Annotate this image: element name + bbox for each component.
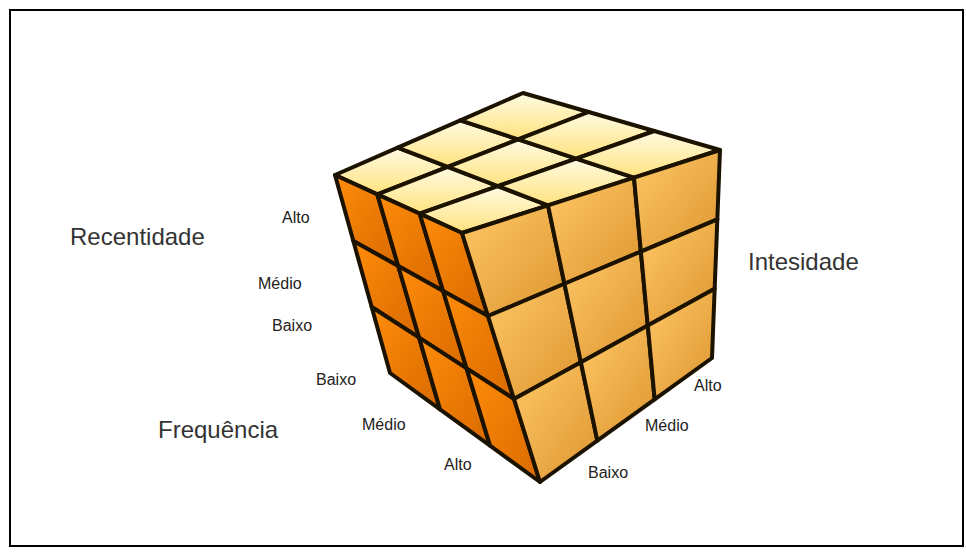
axis-level: Baixo <box>272 317 312 335</box>
axis-level: Médio <box>645 417 689 435</box>
axis-level: Médio <box>362 416 406 434</box>
axis-level: Alto <box>282 209 310 227</box>
axis-level: Alto <box>694 377 722 395</box>
axis-title: Frequência <box>158 417 278 443</box>
axis-title: Recentidade <box>70 224 205 250</box>
right-face-cell <box>581 325 655 440</box>
axis-level: Alto <box>444 456 472 474</box>
axis-level: Baixo <box>316 371 356 389</box>
axis-level: Médio <box>258 275 302 293</box>
cube <box>335 93 720 482</box>
axis-title: Intesidade <box>748 249 859 275</box>
frame <box>10 10 963 546</box>
axis-level: Baixo <box>588 464 628 482</box>
